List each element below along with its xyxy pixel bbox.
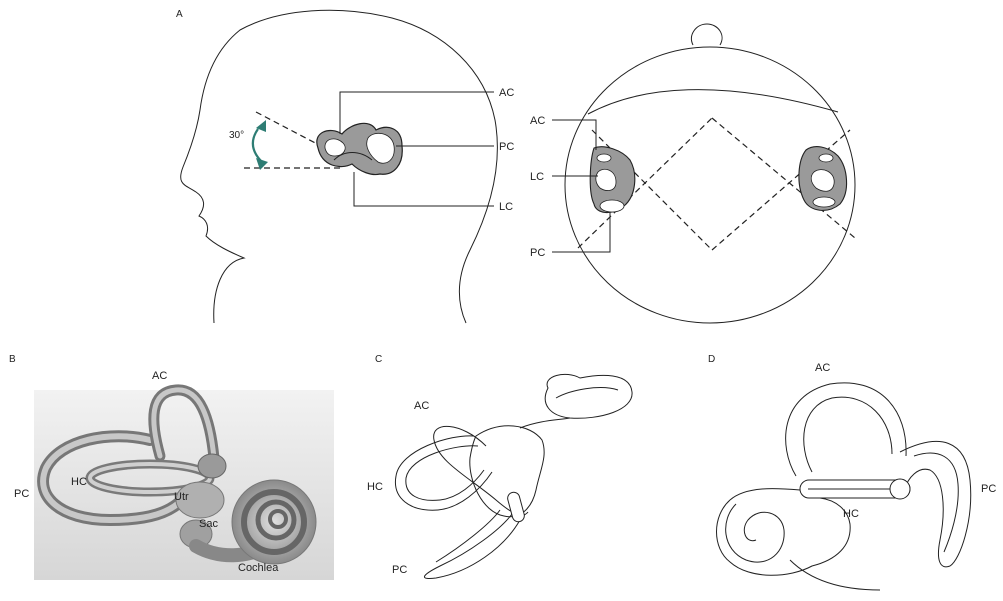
panel-b-label: B <box>9 354 16 365</box>
panel-c-label: C <box>375 354 382 365</box>
panel-a-label: A <box>176 9 183 20</box>
labyrinth-outline-c <box>395 374 632 578</box>
side-label-pc: PC <box>499 141 514 153</box>
side-labyrinth <box>317 123 402 174</box>
c-label-ac: AC <box>414 400 429 412</box>
side-label-lc: LC <box>499 201 513 213</box>
labyrinth-outline-d <box>717 383 971 590</box>
top-left-labyrinth <box>590 147 635 213</box>
top-label-ac: AC <box>530 115 545 127</box>
b-label-cochlea: Cochlea <box>238 562 279 574</box>
angle-arc-arrow <box>253 129 262 162</box>
d-label-pc: PC <box>981 483 996 495</box>
b-label-sac: Sac <box>199 518 218 530</box>
d-label-ac: AC <box>815 362 830 374</box>
b-label-ac: AC <box>152 370 167 382</box>
c-label-pc: PC <box>392 564 407 576</box>
b-label-hc: HC <box>71 476 87 488</box>
side-label-ac: AC <box>499 87 514 99</box>
b-label-utr: Utr <box>174 491 189 503</box>
angle-label: 30° <box>229 130 244 141</box>
c-label-hc: HC <box>367 481 383 493</box>
b-label-pc: PC <box>14 488 29 500</box>
top-right-labyrinth <box>799 147 847 211</box>
d-label-hc: HC <box>843 508 859 520</box>
top-label-pc: PC <box>530 247 545 259</box>
top-label-lc: LC <box>530 171 544 183</box>
panel-d-label: D <box>708 354 715 365</box>
